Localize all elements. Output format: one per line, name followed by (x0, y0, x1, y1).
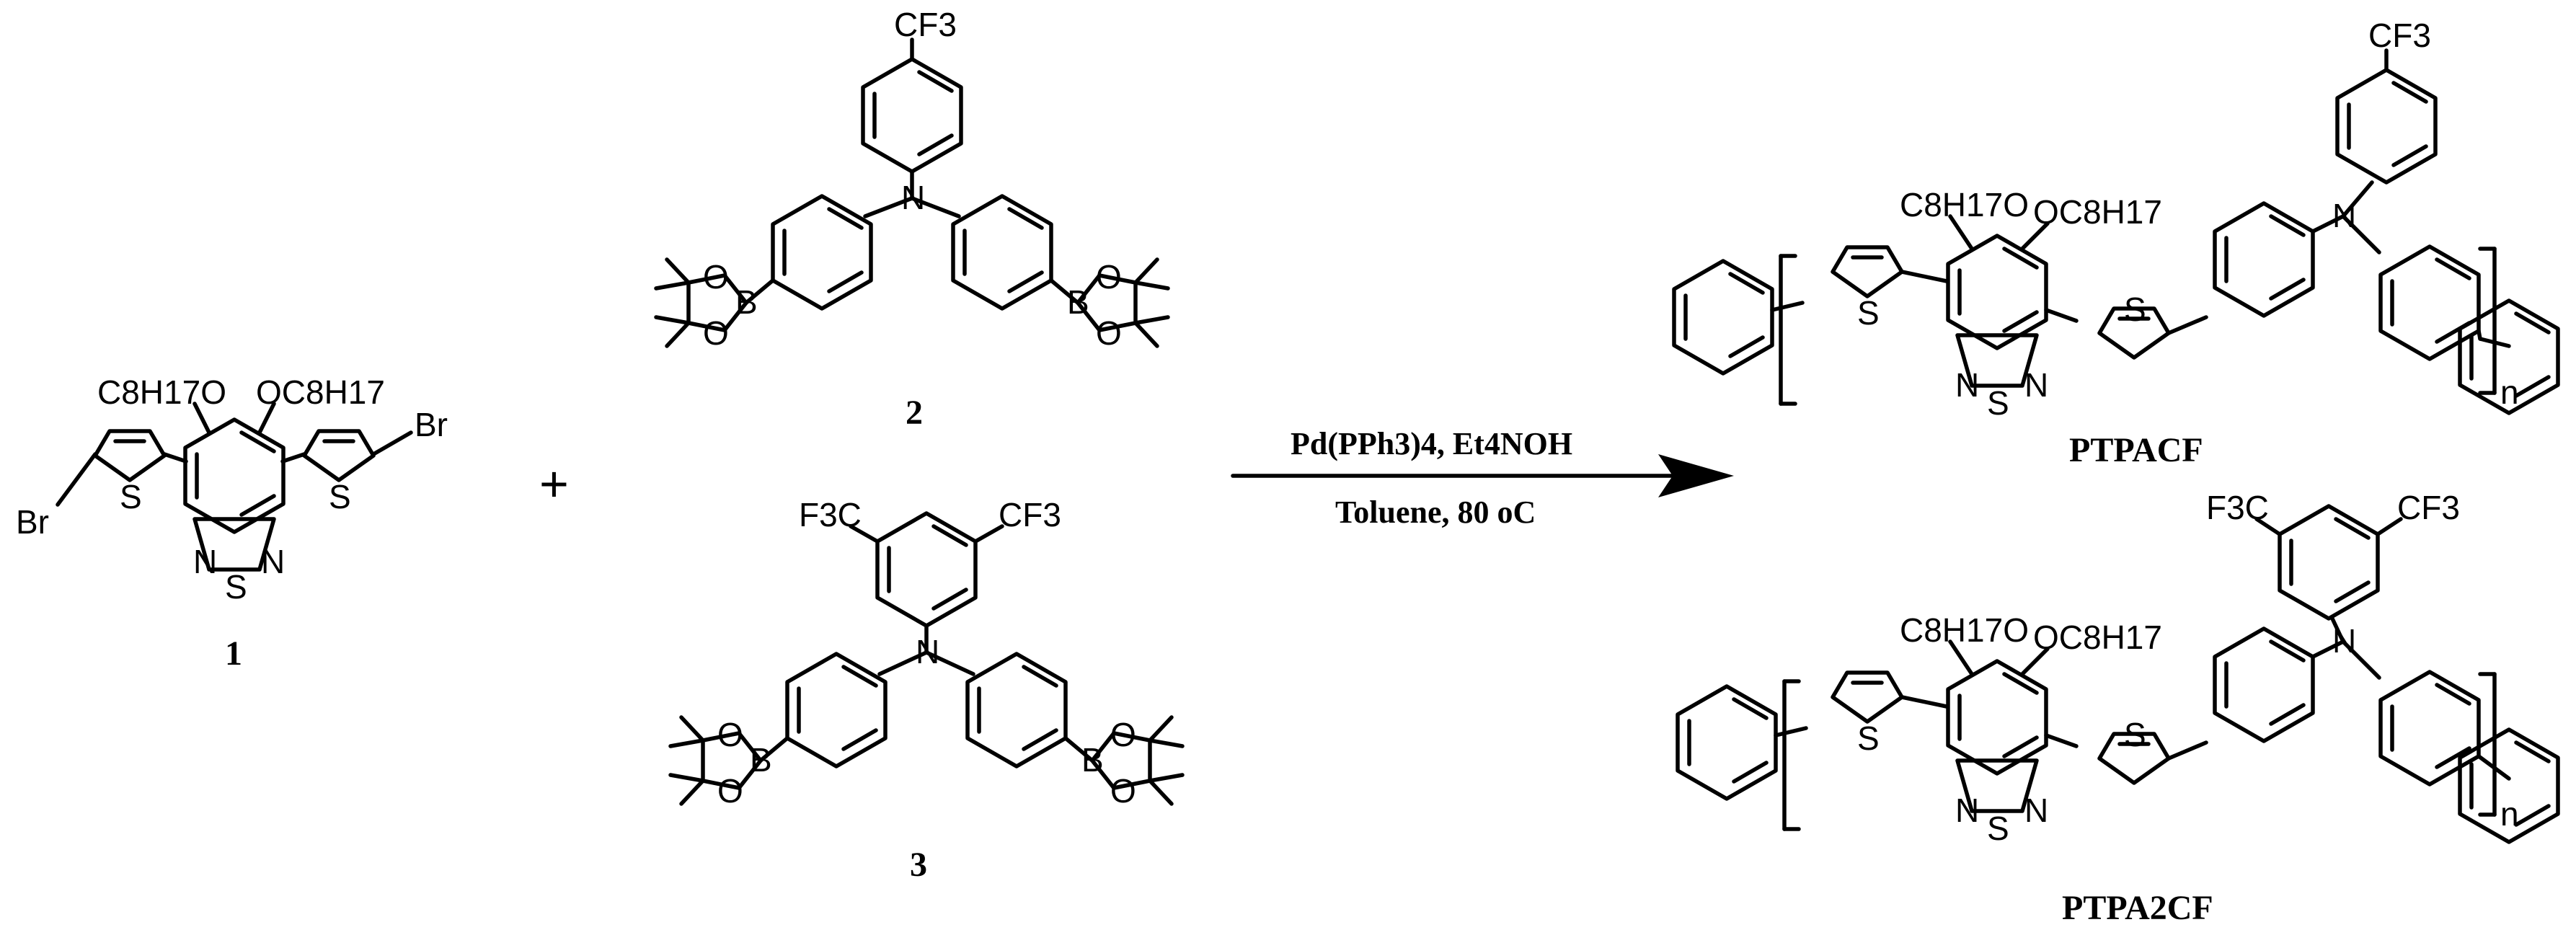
monomer3-boron-left: B (750, 741, 772, 779)
polymer-ptpacf-structure: C8H17O OC8H17 CF3 N S S N N S n (1674, 17, 2558, 422)
ptpa2cf-octyloxy-left: C8H17O (1900, 611, 2029, 649)
ptpacf-nitrogen-thiadiazole-left: N (1955, 366, 1979, 404)
monomer3-boron-right: B (1081, 741, 1104, 779)
monomer3-oxygen-4: O (1110, 772, 1136, 810)
ptpa2cf-repeat-n: n (2500, 795, 2519, 833)
monomer2-oxygen-2: O (703, 314, 729, 352)
monomer-1-structure: C8H17O OC8H17 Br Br S S N N S (16, 373, 448, 606)
monomer1-bromine-right: Br (415, 406, 448, 443)
monomer2-nitrogen: N (901, 179, 925, 216)
monomer2-oxygen-4: O (1096, 314, 1122, 352)
monomer1-octyloxy-right: OC8H17 (256, 373, 385, 411)
monomer2-boron-left: B (735, 283, 758, 321)
monomer3-cf3: CF3 (999, 496, 1061, 533)
reaction-catalyst: Pd(PPh3)4, Et4NOH (1291, 426, 1572, 461)
polymer-ptpa2cf-structure: C8H17O OC8H17 F3C CF3 N S S N N S n (1678, 489, 2558, 847)
ptpa2cf-octyloxy-right: OC8H17 (2033, 619, 2162, 656)
monomer-3-structure: F3C CF3 N B B O O O O (670, 496, 1182, 810)
monomer1-nitrogen-left: N (193, 543, 217, 580)
ptpa2cf-sulfur-thiophene-1: S (1857, 719, 1880, 757)
monomer-2-structure: CF3 N B B O O O O (656, 6, 1168, 352)
monomer2-cf3: CF3 (894, 6, 957, 43)
monomer3-oxygen-1: O (717, 716, 743, 753)
monomer1-sulfur-left: S (120, 478, 142, 515)
compound-label-ptpacf: PTPACF (2069, 431, 2203, 469)
monomer1-octyloxy-left: C8H17O (97, 373, 226, 411)
compound-label-ptpa2cf: PTPA2CF (2062, 889, 2213, 927)
plus-sign: + (539, 456, 569, 512)
reaction-arrow (1231, 454, 1734, 497)
ptpacf-sulfur-thiadiazole: S (1987, 384, 2009, 422)
ptpa2cf-nitrogen-thiadiazole-left: N (1955, 792, 1979, 829)
ptpacf-cf3: CF3 (2368, 17, 2431, 54)
compound-label-3: 3 (910, 846, 927, 884)
reaction-solvent: Toluene, 80 oC (1335, 495, 1536, 530)
monomer2-oxygen-1: O (703, 258, 729, 296)
monomer2-boron-right: B (1067, 283, 1089, 321)
compound-label-1: 1 (225, 634, 242, 673)
ptpa2cf-f3c: F3C (2206, 489, 2269, 526)
compound-label-2: 2 (906, 394, 923, 432)
ptpa2cf-cf3: CF3 (2397, 489, 2460, 526)
ptpacf-sulfur-thiophene-1: S (1857, 294, 1880, 332)
ptpacf-nitrogen: N (2332, 197, 2356, 234)
ptpacf-sulfur-thiophene-2: S (2124, 291, 2146, 328)
ptpa2cf-nitrogen-thiadiazole-right: N (2024, 792, 2048, 829)
ptpacf-octyloxy-right: OC8H17 (2033, 193, 2162, 231)
monomer3-f3c: F3C (799, 496, 862, 533)
ptpa2cf-nitrogen: N (2332, 622, 2356, 660)
monomer1-sulfur-right: S (329, 478, 351, 515)
ptpa2cf-sulfur-thiadiazole: S (1987, 810, 2009, 847)
monomer1-bromine-left: Br (16, 503, 49, 541)
ptpa2cf-sulfur-thiophene-2: S (2124, 716, 2146, 753)
monomer3-oxygen-3: O (1110, 716, 1136, 753)
monomer2-oxygen-3: O (1096, 258, 1122, 296)
ptpacf-nitrogen-thiadiazole-right: N (2024, 366, 2048, 404)
monomer1-nitrogen-right: N (261, 543, 285, 580)
monomer1-sulfur-center: S (225, 568, 247, 606)
ptpacf-repeat-n: n (2500, 373, 2519, 411)
monomer3-oxygen-2: O (717, 772, 743, 810)
ptpacf-octyloxy-left: C8H17O (1900, 186, 2029, 223)
monomer3-nitrogen: N (916, 633, 939, 670)
